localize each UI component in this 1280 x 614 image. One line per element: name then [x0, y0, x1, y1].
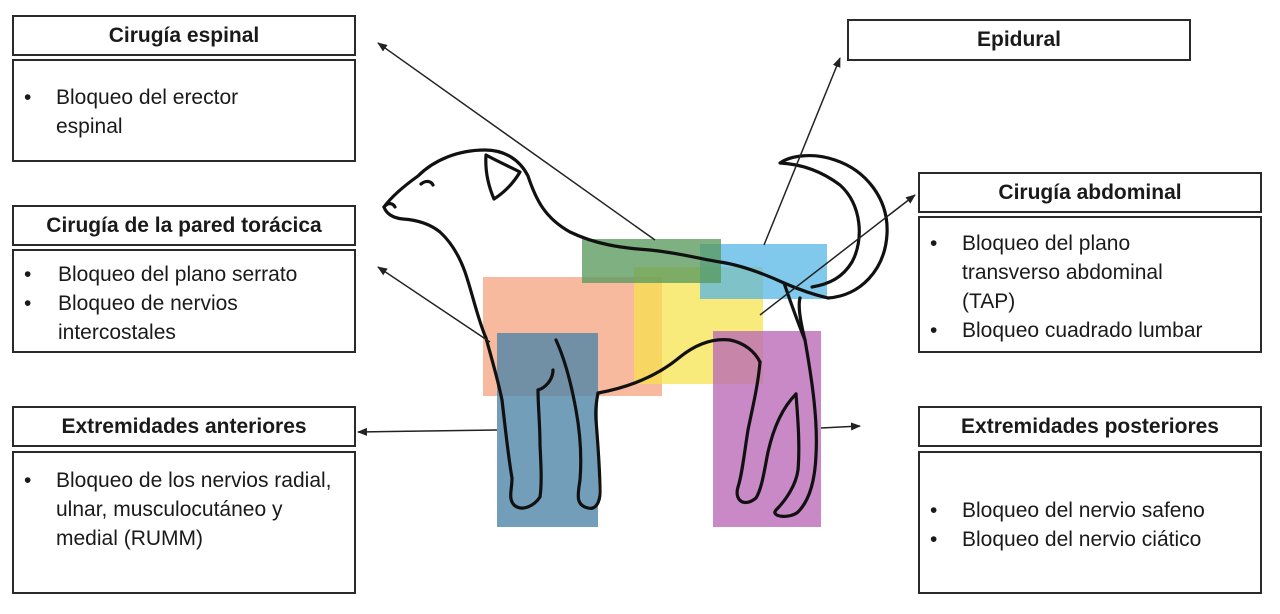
- arrow-forelimbs: [357, 427, 498, 436]
- forelimbs-panel: Bloqueo de los nervios radial, ulnar, mu…: [12, 451, 356, 594]
- spinal-item-1: Bloqueo del erector espinal: [24, 83, 306, 141]
- hindlimbs-item-2: Bloqueo del nervio ciático: [930, 525, 1250, 554]
- thoracic-item-1: Bloqueo del plano serrato: [24, 260, 344, 289]
- hindlimbs-title: Extremidades posteriores: [918, 406, 1262, 447]
- region-spinal: [582, 239, 721, 283]
- abdominal-panel: Bloqueo del plano transverso abdominal (…: [918, 216, 1262, 353]
- arrow-hindlimbs: [820, 422, 861, 431]
- thoracic-list: Bloqueo del plano serrato Bloqueo de ner…: [14, 260, 344, 347]
- forelimbs-title: Extremidades anteriores: [12, 406, 356, 447]
- region-hindlimbs: [713, 331, 821, 527]
- hindlimbs-item-1: Bloqueo del nervio safeno: [930, 496, 1250, 525]
- arrow-epidural: [763, 57, 841, 246]
- forelimbs-list: Bloqueo de los nervios radial, ulnar, mu…: [14, 466, 344, 553]
- arrow-spinal: [377, 42, 656, 241]
- spinal-panel: Bloqueo del erector espinal: [12, 59, 356, 162]
- epidural-title: Epidural: [847, 19, 1191, 61]
- abdominal-list: Bloqueo del plano transverso abdominal (…: [920, 229, 1250, 345]
- region-forelimbs: [497, 333, 598, 527]
- thoracic-item-2: Bloqueo de nervios intercostales: [24, 289, 288, 347]
- arrow-abdominal: [759, 194, 916, 316]
- abdominal-item-1: Bloqueo del plano transverso abdominal (…: [930, 229, 1212, 316]
- hindlimbs-list: Bloqueo del nervio safeno Bloqueo del ne…: [920, 496, 1250, 554]
- thoracic-panel: Bloqueo del plano serrato Bloqueo de ner…: [12, 249, 356, 353]
- arrows: [357, 42, 916, 436]
- spinal-list: Bloqueo del erector espinal: [14, 83, 314, 141]
- spinal-title: Cirugía espinal: [12, 15, 356, 56]
- forelimbs-item-1: Bloqueo de los nervios radial, ulnar, mu…: [24, 466, 338, 553]
- hindlimbs-panel: Bloqueo del nervio safeno Bloqueo del ne…: [918, 451, 1262, 594]
- abdominal-title: Cirugía abdominal: [918, 172, 1262, 213]
- dog-outline: [382, 148, 889, 518]
- abdominal-item-2: Bloqueo cuadrado lumbar: [930, 316, 1250, 345]
- arrow-thoracic: [377, 266, 491, 343]
- region-epidural: [700, 244, 827, 299]
- thoracic-title: Cirugía de la pared torácica: [12, 205, 356, 246]
